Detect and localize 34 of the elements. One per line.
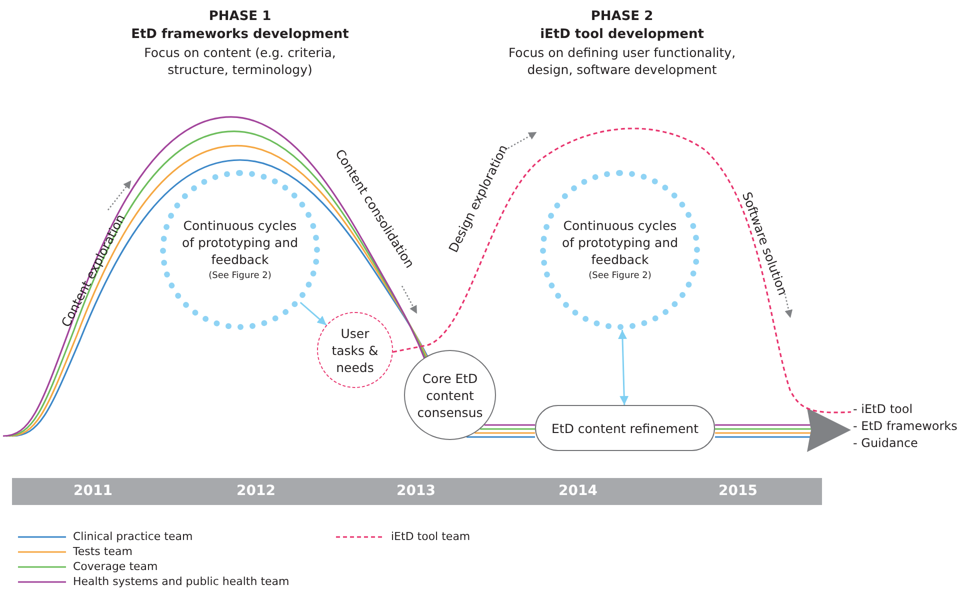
phase-heading: PHASE 2	[590, 8, 654, 25]
year-label: 2011	[72, 483, 114, 500]
node-label: User tasks & needs	[330, 324, 380, 376]
legend-label: Tests team	[73, 545, 132, 559]
rounded-box	[535, 405, 715, 451]
year-label: 2014	[558, 483, 598, 500]
note-text: (See Figure 2)	[588, 270, 652, 283]
arrow	[300, 302, 327, 326]
phase-subtitle: iEtD tool development	[539, 26, 705, 43]
parallel-lines	[466, 424, 535, 438]
year-label: 2012	[236, 483, 276, 500]
phase-heading: PHASE 1	[208, 8, 272, 25]
node-label: Core EtD content consensus	[416, 370, 484, 420]
cycle-ring	[160, 170, 320, 330]
node-label: Continuous cycles of prototyping and feedback	[180, 217, 300, 268]
list-item: - EtD frameworks	[853, 418, 958, 434]
list-item: - iEtD tool	[853, 400, 913, 418]
dashed-line	[392, 128, 852, 414]
note-text: (See Figure 2)	[208, 270, 272, 283]
node-label: EtD content refinement	[552, 420, 698, 436]
phase-subtitle: EtD frameworks development	[130, 26, 350, 43]
year-label: 2013	[396, 483, 436, 500]
legend-label: Coverage team	[73, 560, 158, 574]
cycle-ring	[540, 170, 700, 330]
phase-description: Focus on defining user functionality, design, software development	[507, 44, 737, 78]
legend-label: iEtD tool team	[391, 530, 470, 544]
year-label: 2015	[718, 483, 758, 500]
phase-description: Focus on content (e.g. criteria, structure, terminology)	[143, 44, 337, 78]
legend-label: Health systems and public health team	[73, 575, 290, 589]
arrow	[715, 408, 851, 452]
node-label: Continuous cycles of prototyping and feedback	[560, 217, 680, 268]
legend-label: Clinical practice team	[73, 530, 193, 544]
arrow	[618, 330, 629, 406]
list-item: - Guidance	[853, 434, 918, 452]
